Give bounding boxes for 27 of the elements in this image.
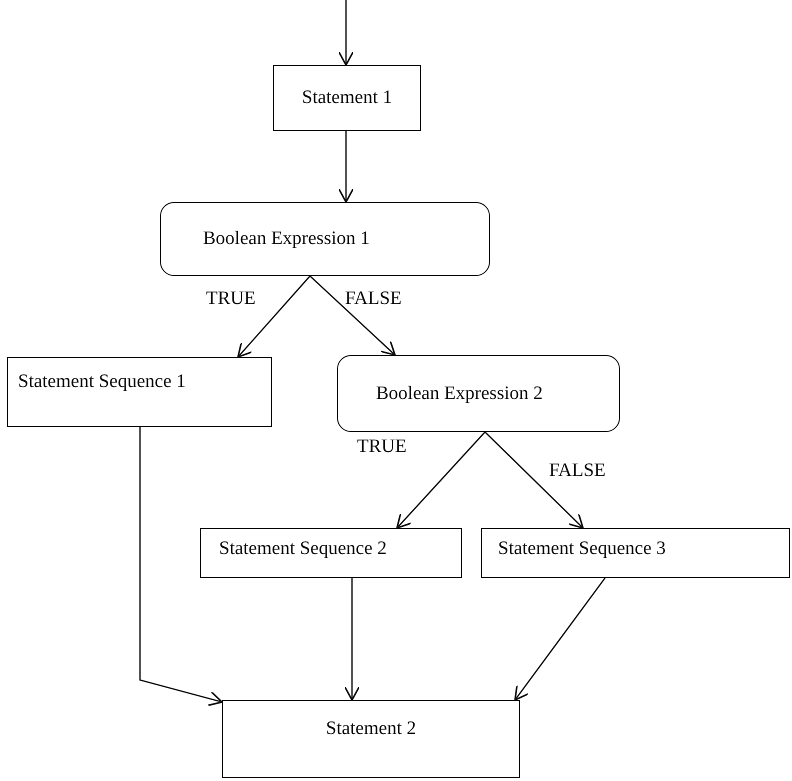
arrow (338, 0, 354, 66)
decision-box (160, 202, 490, 276)
arrow (344, 578, 360, 701)
process-box (200, 528, 462, 578)
edge-label: FALSE (549, 460, 606, 482)
arrow (396, 432, 486, 529)
node-label: Statement 1 (302, 87, 392, 109)
node-label: Boolean Expression 1 (203, 228, 370, 250)
process-box (222, 700, 520, 778)
process-box (481, 528, 790, 578)
process-box (7, 357, 272, 427)
edge-label: TRUE (206, 288, 256, 310)
process-box (273, 65, 421, 131)
arrow (139, 427, 223, 706)
arrow (237, 276, 311, 358)
node-label: Boolean Expression 2 (376, 382, 543, 404)
node-label: Statement Sequence 3 (498, 538, 666, 560)
arrow (484, 432, 584, 529)
edge-label: TRUE (357, 436, 407, 458)
arrow (514, 578, 606, 701)
arrow (338, 131, 354, 203)
node-label: Statement Sequence 2 (219, 538, 387, 560)
decision-box (337, 355, 620, 432)
edge-label: FALSE (345, 288, 402, 310)
node-label: Statement 2 (326, 718, 416, 740)
node-label: Statement Sequence 1 (18, 371, 186, 393)
arrow (310, 275, 396, 356)
